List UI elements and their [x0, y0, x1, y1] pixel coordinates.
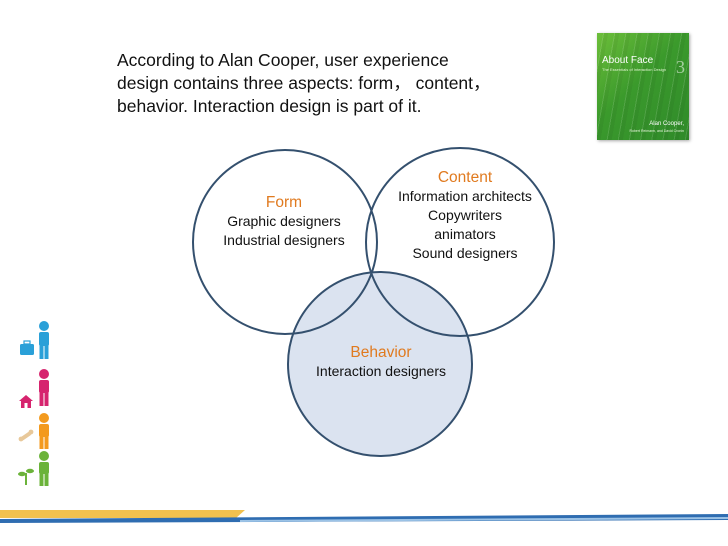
briefcase-person-icon: [20, 321, 49, 359]
content-item: animators: [434, 226, 496, 242]
form-item: Graphic designers: [227, 213, 341, 229]
form-item: Industrial designers: [223, 232, 345, 248]
intro-line-3: behavior. Interaction design is part of …: [117, 96, 422, 116]
book-coauthors: Robert Reimann, and David Cronin: [629, 129, 684, 133]
behavior-heading: Behavior: [350, 344, 412, 361]
intro-text: According to Alan Cooper, user experienc…: [117, 49, 577, 118]
intro-line-2: design contains three aspects: form， con…: [117, 73, 491, 93]
bone-person-icon: [18, 413, 49, 449]
content-circle: [365, 147, 555, 337]
content-heading: Content: [437, 169, 493, 186]
book-edition-number: 3: [676, 57, 685, 77]
people-icons-strip: [18, 321, 49, 486]
intro-line-1: According to Alan Cooper, user experienc…: [117, 50, 449, 70]
form-heading: Form: [265, 194, 303, 211]
plant-person-icon: [18, 451, 49, 486]
house-person-icon: [19, 369, 49, 408]
about-face-book-cover: About Face The Essentials of Interaction…: [597, 33, 689, 140]
form-circle: [192, 149, 378, 335]
footer-stripe-yellow: [0, 510, 245, 518]
behavior-label-group: Behavior Interaction designers: [300, 343, 462, 381]
form-label-group: Form Graphic designers Industrial design…: [213, 193, 355, 250]
footer-stripes: [0, 510, 728, 523]
content-label-group: Content Information architects Copywrite…: [388, 168, 542, 263]
book-cover-pattern: [597, 33, 689, 140]
content-item: Copywriters: [428, 207, 502, 223]
behavior-circle: [287, 271, 473, 457]
footer-stripe-blue: [0, 514, 728, 523]
content-item: Information architects: [398, 188, 532, 204]
book-subtitle: The Essentials of Interaction Design: [602, 67, 667, 72]
behavior-item: Interaction designers: [316, 363, 446, 379]
content-item: Sound designers: [412, 245, 518, 261]
book-title: About Face: [602, 55, 654, 66]
footer-stripe-lightblue: [240, 517, 728, 522]
book-author: Alan Cooper,: [649, 121, 684, 127]
